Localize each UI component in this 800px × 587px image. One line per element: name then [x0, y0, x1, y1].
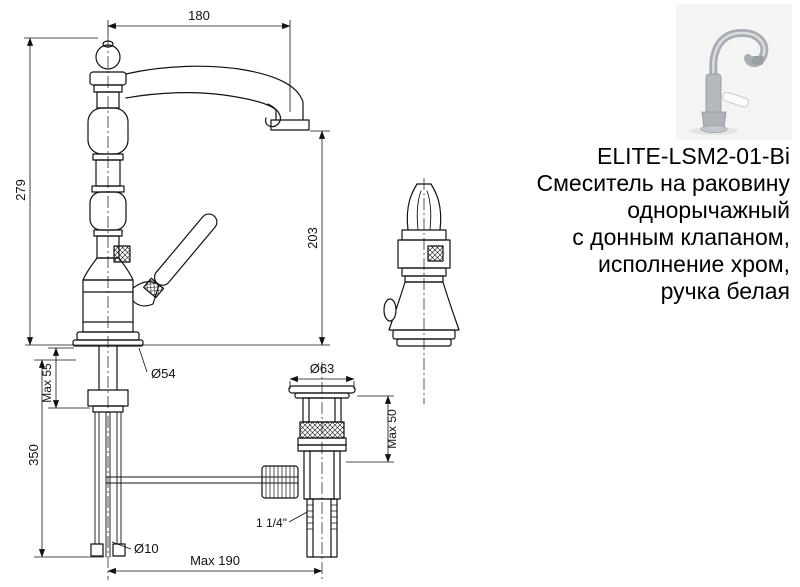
dim-dia54-label: Ø54 [151, 366, 176, 381]
rod-coupling-nut [261, 465, 299, 499]
dim-width-label: 180 [188, 8, 210, 23]
base-plate [72, 339, 144, 347]
dim-max190-label: Max 190 [190, 553, 240, 568]
caption-line-5: ручка белая [660, 278, 790, 304]
product-photo [676, 4, 792, 140]
finial-tip [102, 40, 114, 48]
cartridge-mark [113, 245, 131, 263]
faucet-side-view [383, 183, 460, 347]
product-caption: ELITE-LSM2-01-Bi Смеситель на раковину о… [536, 143, 790, 305]
product-model: ELITE-LSM2-01-Bi [596, 143, 790, 169]
dim-max50-label: Max 50 [385, 409, 399, 449]
spout-scroll [265, 103, 281, 128]
dim-spout-height-label: 203 [305, 227, 320, 249]
spout-top-edge [125, 65, 304, 117]
photo-column [705, 73, 722, 117]
caption-line-2: однорычажный [627, 197, 790, 223]
side-spout-root [406, 183, 442, 231]
mounting-nut [92, 405, 124, 413]
dim-thread-label: 1 1/4" [256, 516, 287, 530]
drain-tailpipe [306, 498, 338, 558]
faucet-front-view [72, 40, 310, 558]
knurl-lines [265, 465, 295, 499]
aerator [270, 119, 310, 131]
side-cartridge-mark [427, 245, 444, 262]
thread-ticks [306, 504, 338, 530]
caption-line-4: исполнение хром, [597, 251, 790, 277]
dia54-leader [138, 347, 148, 373]
caption-line-3: с донным клапаном, [572, 224, 790, 250]
photo-background [676, 4, 792, 140]
hose-fitting-right [112, 543, 126, 557]
dia10-leader [111, 541, 132, 550]
supply-hoses [94, 411, 122, 558]
dim-max55-label: Max 55 [40, 363, 54, 403]
caption-line-1: Смеситель на раковину [536, 170, 790, 196]
drain-lock-nut [299, 421, 345, 439]
dim-350-label: 350 [26, 444, 41, 466]
hose-fitting-left [90, 543, 104, 557]
photo-handle [722, 91, 750, 108]
finial-ball [95, 44, 121, 70]
dimension-lines [24, 20, 394, 575]
thread-leader [288, 511, 308, 523]
dim-dia63-label: Ø63 [310, 361, 335, 376]
side-body-flare [388, 281, 460, 331]
dim-dia10-label: Ø10 [134, 541, 159, 556]
reference-lines [25, 344, 330, 361]
dim-height-label: 279 [13, 179, 28, 201]
photo-base [700, 125, 728, 133]
spout-bottom-edge [125, 92, 277, 117]
side-handle [383, 298, 397, 322]
photo-aerator [752, 56, 763, 65]
drain-valve-view [105, 385, 356, 558]
side-base-plate [396, 338, 452, 347]
dimension-labels: 180 279 203 Max 55 350 Ø54 Ø63 Max 50 1 … [13, 8, 399, 568]
handle-lever [153, 213, 218, 286]
